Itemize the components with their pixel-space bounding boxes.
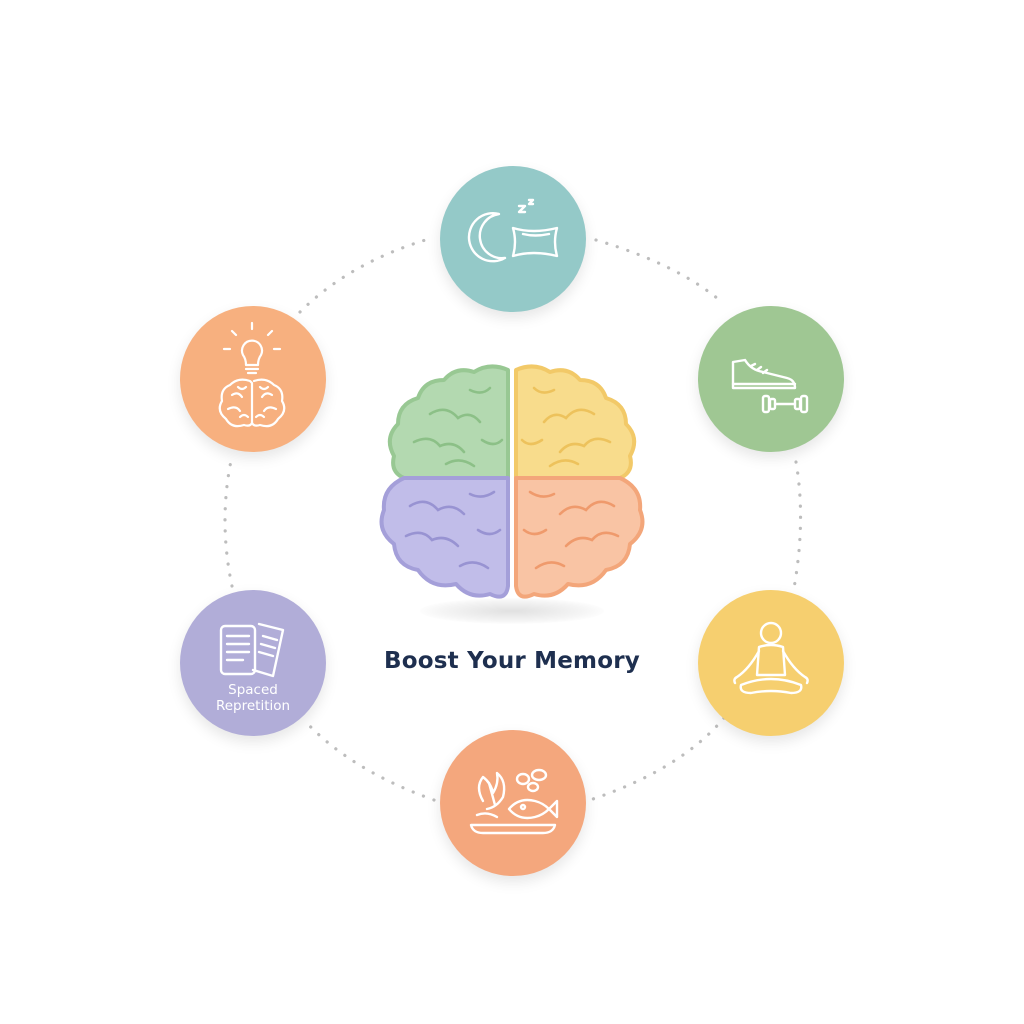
- moon-pillow-icon: [467, 198, 559, 263]
- brain-lobe-green: [387, 364, 510, 480]
- meditation-node[interactable]: [698, 590, 844, 736]
- sleep-node[interactable]: [440, 166, 586, 312]
- brain-icon: [379, 364, 645, 599]
- connector-learning-sleep: [298, 236, 434, 314]
- spaced-repetition-label: Spaced Repretition: [216, 682, 290, 714]
- diet-node[interactable]: [440, 730, 586, 876]
- spaced-repetition-node[interactable]: Spaced Repretition: [180, 590, 326, 736]
- spaced-label-line2: Repretition: [215, 698, 291, 714]
- sneaker-dumbbell-icon: [731, 358, 809, 414]
- spaced-label-line1: Spaced: [228, 682, 278, 698]
- lightbulb-brain-icon: [218, 321, 286, 428]
- meditation-pose-icon: [733, 621, 809, 695]
- flashcards-icon: [219, 622, 285, 678]
- connector-spaced-learning: [223, 454, 234, 588]
- page-title: Boost Your Memory: [384, 648, 640, 674]
- exercise-node[interactable]: [698, 306, 844, 452]
- connector-exercise-meditation: [792, 460, 803, 590]
- learning-node[interactable]: [180, 306, 326, 452]
- connector-sleep-exercise: [594, 238, 726, 306]
- brain-lobe-yellow: [514, 364, 637, 480]
- brain-shadow: [420, 598, 604, 624]
- connector-diet-spaced: [302, 718, 436, 802]
- connector-meditation-diet: [588, 716, 726, 802]
- healthy-food-icon: [469, 768, 559, 835]
